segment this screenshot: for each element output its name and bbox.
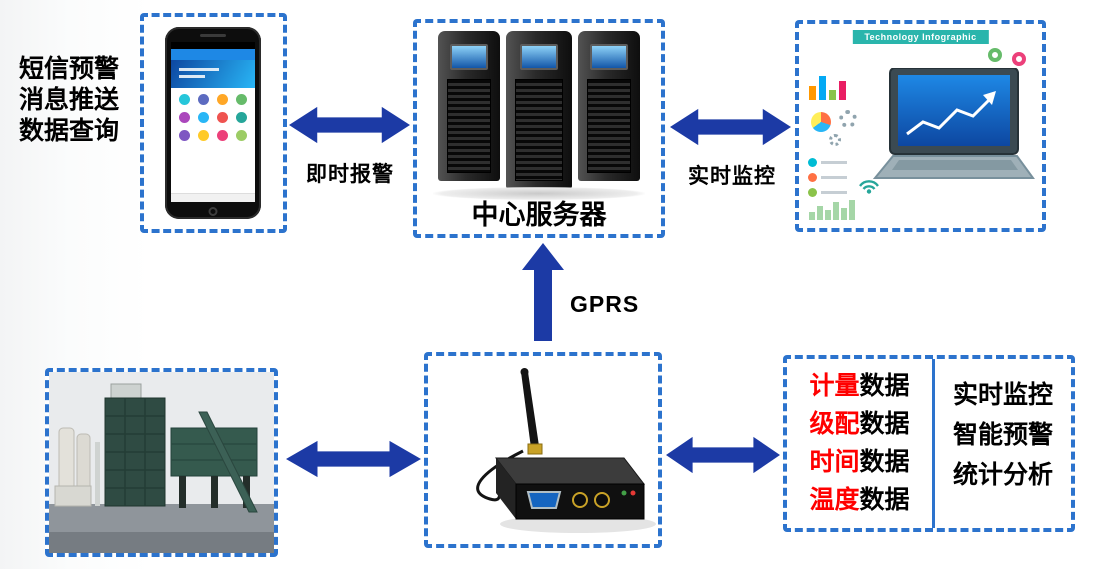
server-label: 中心服务器 xyxy=(471,200,607,230)
label-data-query: 数据查询 xyxy=(18,117,119,145)
percent-ring-icon xyxy=(988,48,1002,62)
server-tower xyxy=(578,31,640,181)
percent-ring-icon xyxy=(1012,52,1026,66)
server-base-shadow xyxy=(433,187,645,200)
server-tower xyxy=(506,31,572,189)
wifi-icon xyxy=(859,180,879,194)
arrow-plant-modem xyxy=(286,440,421,478)
phone-statusbar xyxy=(171,42,255,49)
bar-chart-icon xyxy=(809,72,846,100)
phone-illustration xyxy=(165,27,261,219)
server-illustration xyxy=(417,31,661,189)
data-row-time: 时间数据 xyxy=(809,448,910,476)
phone-speaker xyxy=(200,34,226,37)
arrow-modem-data xyxy=(666,436,780,474)
asphalt-plant-illustration xyxy=(49,372,274,553)
phone-navbar xyxy=(171,193,255,202)
server-tower xyxy=(438,31,500,181)
data-row-metering: 计量数据 xyxy=(809,372,910,400)
function-row-statistics: 统计分析 xyxy=(952,461,1053,489)
phone-panel xyxy=(140,13,287,233)
gprs-modem-illustration xyxy=(476,368,656,533)
infographic-ribbon: Technology Infographic xyxy=(852,30,989,44)
gprs-label: GPRS xyxy=(570,291,640,317)
app-icon-grid xyxy=(171,88,255,141)
legend-list-icon xyxy=(808,158,847,203)
phone-app-header xyxy=(171,49,255,60)
arrow-phone-server xyxy=(289,106,410,144)
functions-column: 实时监控 智能预警 统计分析 xyxy=(935,359,1071,528)
phone-screen xyxy=(171,42,255,202)
arrow-server-laptop xyxy=(670,108,791,146)
ribbon-text: Technology Infographic xyxy=(864,32,977,42)
histogram-icon xyxy=(809,198,855,220)
data-row-gradation: 级配数据 xyxy=(809,410,910,438)
label-sms-alert: 短信预警 xyxy=(18,55,119,83)
data-types-column: 计量数据 级配数据 时间数据 温度数据 xyxy=(787,359,935,528)
server-panel: 中心服务器 xyxy=(413,19,665,238)
modem-panel xyxy=(424,352,662,548)
label-message-push: 消息推送 xyxy=(18,86,119,114)
data-panel: 计量数据 级配数据 时间数据 温度数据 实时监控 智能预警 统计分析 xyxy=(783,355,1075,532)
function-row-warning: 智能预警 xyxy=(952,421,1053,449)
phone-home-button xyxy=(208,207,218,216)
function-row-monitor: 实时监控 xyxy=(952,381,1053,409)
gear-icon xyxy=(829,134,841,146)
phone-features-text: 短信预警 消息推送 数据查询 xyxy=(2,54,136,147)
arrow-label-instant-alarm: 即时报警 xyxy=(306,163,394,186)
data-row-temperature: 温度数据 xyxy=(809,486,910,514)
plant-panel xyxy=(45,368,278,557)
phone-banner xyxy=(171,60,255,88)
pie-chart-icon xyxy=(811,112,831,132)
monitor-panel: Technology Infographic xyxy=(795,20,1046,232)
arrow-label-realtime-monitor: 实时监控 xyxy=(688,165,776,188)
gear-icon xyxy=(839,110,857,128)
arrow-gprs-up xyxy=(522,243,564,341)
laptop-illustration xyxy=(872,68,1035,179)
